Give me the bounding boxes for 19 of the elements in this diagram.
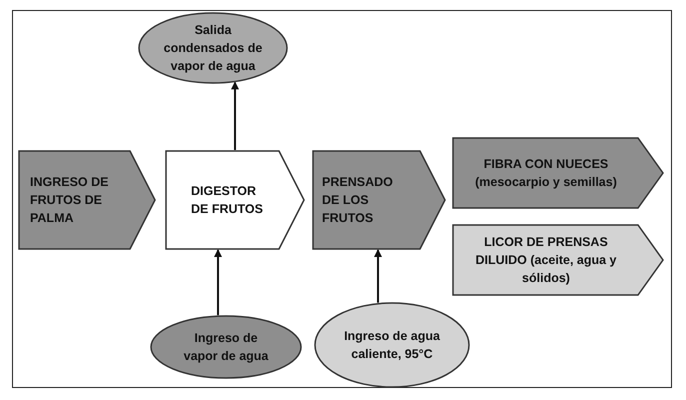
node-label: Salida condensados de vapor de agua [162, 22, 264, 76]
node-label: Ingreso de agua caliente, 95°C [343, 328, 441, 363]
output-ellipse [138, 12, 288, 84]
input-ellipse [150, 315, 302, 379]
arrow [214, 249, 222, 316]
node-label: FIBRA CON NUECES (mesocarpio y semillas) [474, 156, 618, 191]
node-label: DIGESTOR DE FRUTOS [191, 182, 264, 218]
node-label: LICOR DE PRENSAS DILUIDO (aceite, agua y sólidos) [474, 234, 618, 288]
output-pentagon [452, 224, 664, 296]
node-label: INGRESO DE FRUTOS DE PALMA [30, 174, 110, 228]
arrow [374, 249, 382, 303]
input-ellipse [314, 302, 470, 388]
node-label: Ingreso de vapor de agua [182, 330, 270, 365]
process-pentagon [312, 150, 446, 250]
output-pentagon [452, 137, 664, 209]
process-pentagon [165, 150, 305, 250]
arrow [231, 81, 239, 150]
node-label: PRENSADO DE LOS FRUTOS [322, 174, 394, 228]
process-pentagon [18, 150, 156, 250]
